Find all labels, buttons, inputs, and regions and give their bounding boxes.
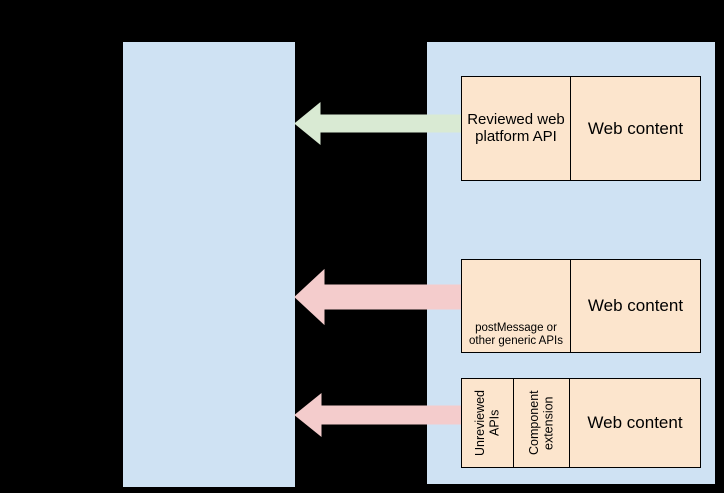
left-trusted-panel xyxy=(123,42,295,487)
group-unreviewed-api: Unreviewed APIs Component extension Web … xyxy=(461,378,702,468)
box-label: postMessage or other generic APIs xyxy=(469,322,563,348)
box-component-extension[interactable]: Component extension xyxy=(513,378,570,468)
box-label: Reviewed web platform API xyxy=(467,110,565,145)
box-label: Component extension xyxy=(527,390,556,456)
box-label: Web content xyxy=(587,413,683,433)
group-reviewed-api: Reviewed web platform API Web content xyxy=(461,76,702,181)
box-label: Web content xyxy=(587,296,684,316)
box-web-content[interactable]: Web content xyxy=(570,259,701,353)
box-label: Unreviewed APIs xyxy=(473,390,502,457)
box-web-content[interactable]: Web content xyxy=(569,378,701,468)
arrow-reviewed-api xyxy=(293,99,465,148)
arrow-unreviewed-api xyxy=(293,390,465,440)
box-label: Web content xyxy=(587,118,684,138)
box-reviewed-web-platform-api[interactable]: Reviewed web platform API xyxy=(461,76,571,181)
group-postmessage: postMessage or other generic APIs Web co… xyxy=(461,259,702,353)
box-postmessage-generic-apis[interactable]: postMessage or other generic APIs xyxy=(461,259,571,353)
box-unreviewed-apis[interactable]: Unreviewed APIs xyxy=(461,378,514,468)
box-web-content[interactable]: Web content xyxy=(570,76,701,181)
